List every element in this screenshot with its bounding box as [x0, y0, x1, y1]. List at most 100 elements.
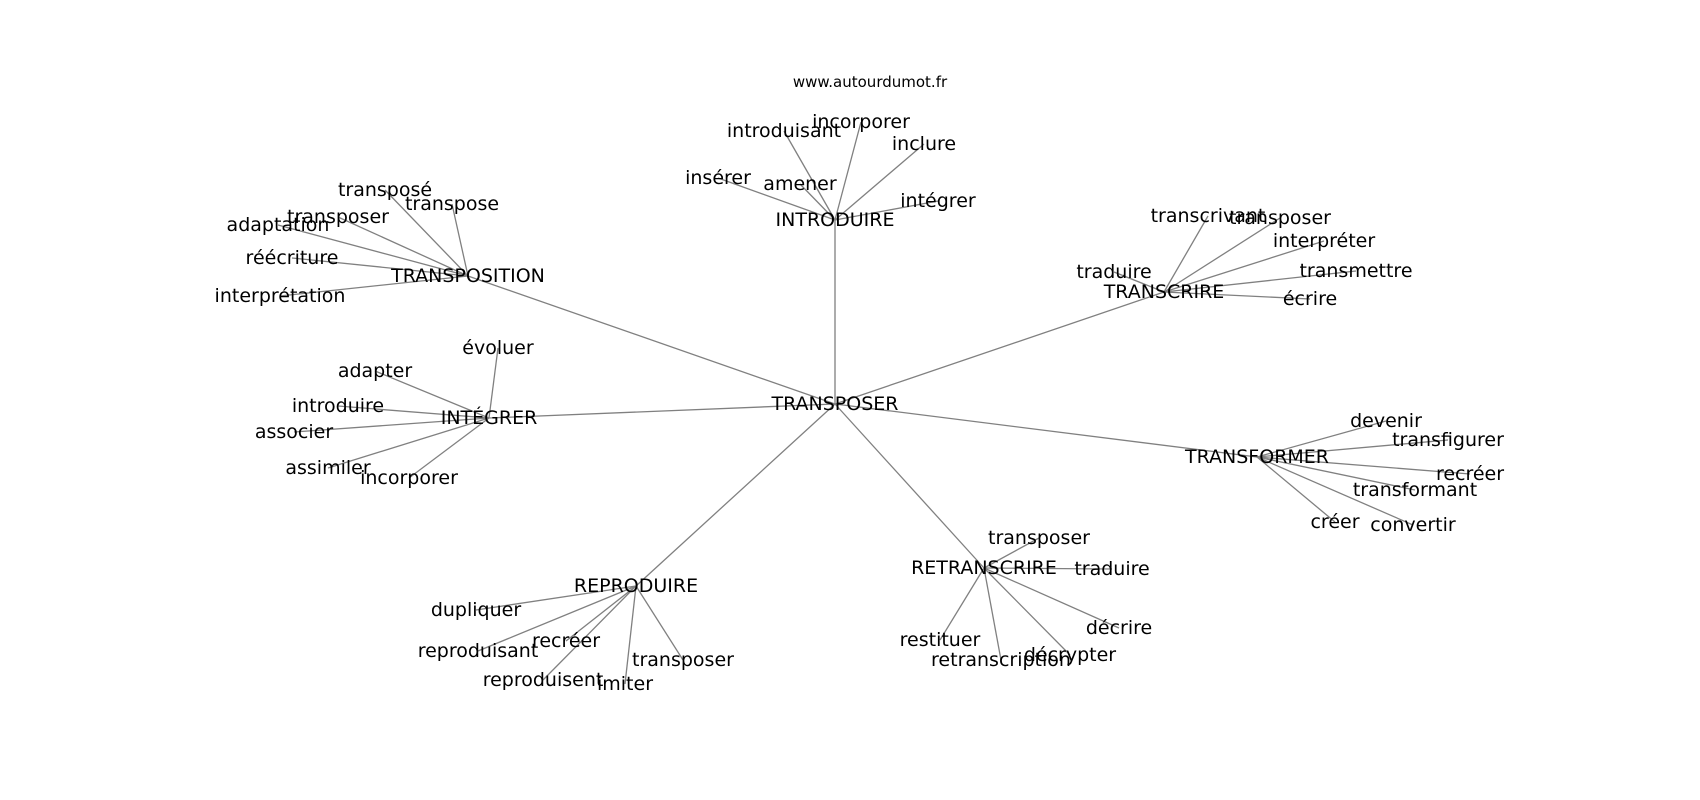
- word-node: dupliquer: [431, 599, 522, 621]
- hub-node-transcrire: TRANSCRIRE: [1103, 281, 1225, 303]
- word-node: transposer: [287, 206, 389, 228]
- word-node: introduire: [292, 395, 384, 417]
- hub-node-integrer: INTÉGRER: [441, 406, 538, 429]
- word-node: transcrivant: [1151, 205, 1266, 227]
- edge-introduire-0: [717, 177, 836, 221]
- word-node: introduisant: [727, 120, 841, 142]
- source-url: www.autourdumot.fr: [793, 73, 948, 91]
- word-node: incorporer: [360, 467, 458, 489]
- word-node: décrypter: [1024, 644, 1116, 666]
- word-node: associer: [255, 421, 333, 443]
- edge-retranscrire-5: [983, 567, 1002, 661]
- word-node: traduire: [1076, 261, 1151, 283]
- word-node: transmettre: [1299, 260, 1412, 282]
- edge-root-transcrire: [834, 291, 1165, 405]
- edge-reproduire-1: [477, 585, 637, 652]
- edge-transposition-5: [279, 275, 469, 297]
- edge-integrer-0: [488, 347, 499, 419]
- word-node: traduire: [1074, 558, 1149, 580]
- edge-integrer-1: [374, 370, 490, 419]
- edge-transcrire-2: [1163, 240, 1325, 293]
- edge-root-transformer: [834, 403, 1258, 458]
- word-node: transposer: [988, 527, 1090, 549]
- edge-reproduire-5: [635, 585, 684, 661]
- edge-layer: [277, 121, 1471, 685]
- word-node: interprétation: [215, 285, 346, 307]
- edge-transcrire-0: [1163, 215, 1209, 293]
- word-node: inclure: [892, 133, 956, 155]
- edge-transformer-2: [1256, 456, 1471, 475]
- word-node: intégrer: [900, 190, 976, 212]
- edge-reproduire-3: [542, 585, 637, 681]
- hub-node-retranscrire: RETRANSCRIRE: [911, 557, 1057, 579]
- edge-transcrire-1: [1163, 217, 1281, 293]
- edge-retranscrire-4: [939, 567, 985, 641]
- edge-reproduire-0: [475, 585, 637, 611]
- edge-integrer-3: [293, 417, 490, 433]
- word-node: évoluer: [462, 337, 534, 359]
- edge-transposition-4: [291, 257, 469, 277]
- edge-transposition-3: [277, 224, 469, 277]
- hub-node-transposition: TRANSPOSITION: [390, 265, 545, 287]
- edge-root-retranscrire: [834, 403, 985, 569]
- word-node: reproduisent: [483, 669, 604, 691]
- edge-introduire-5: [834, 200, 939, 221]
- edge-retranscrire-3: [983, 567, 1071, 656]
- edge-transcrire-4: [1163, 270, 1357, 293]
- word-node: adapter: [338, 360, 413, 382]
- edge-transposition-0: [384, 189, 469, 277]
- hub-node-introduire: INTRODUIRE: [776, 209, 895, 231]
- root-node: TRANSPOSER: [771, 393, 899, 415]
- word-node: imiter: [597, 673, 653, 695]
- word-node: insérer: [685, 167, 751, 189]
- hub-node-transformer: TRANSFORMER: [1184, 446, 1329, 468]
- word-node: transposé: [338, 179, 432, 201]
- edge-introduire-3: [834, 121, 862, 221]
- edge-retranscrire-0: [983, 537, 1040, 569]
- edge-root-integrer: [488, 403, 836, 419]
- word-node: transposer: [1229, 207, 1331, 229]
- edge-integrer-5: [408, 417, 490, 479]
- edge-integrer-2: [337, 405, 490, 419]
- edge-introduire-2: [783, 130, 836, 221]
- word-node: recréer: [532, 630, 600, 652]
- word-node: amener: [763, 173, 837, 195]
- word-node: interpréter: [1273, 230, 1376, 252]
- word-node: décrire: [1086, 617, 1152, 639]
- edge-transformer-5: [1256, 456, 1414, 526]
- word-node: retranscription: [931, 649, 1071, 671]
- edge-transposition-1: [451, 203, 469, 277]
- word-node: convertir: [1370, 514, 1456, 536]
- edge-transcrire-3: [1113, 271, 1165, 293]
- edge-transformer-1: [1256, 439, 1449, 458]
- word-node: assimiler: [285, 457, 370, 479]
- label-layer: www.autourdumot.fr insérer amener introdui…: [215, 73, 1505, 695]
- edge-retranscrire-1: [983, 567, 1113, 570]
- edge-reproduire-2: [565, 585, 637, 642]
- word-node: recréer: [1436, 463, 1504, 485]
- word-node: réécriture: [246, 247, 339, 269]
- edge-root-reproduire: [635, 403, 836, 587]
- word-node: transpose: [405, 193, 499, 215]
- word-node: adaptation: [227, 214, 330, 236]
- word-node: transposer: [632, 649, 734, 671]
- edge-introduire-1: [799, 183, 836, 221]
- edge-transposition-2: [337, 216, 469, 277]
- edge-retranscrire-2: [983, 567, 1120, 629]
- word-node: créer: [1310, 511, 1359, 533]
- word-node: devenir: [1350, 410, 1422, 432]
- hub-node-reproduire: REPRODUIRE: [574, 575, 698, 597]
- word-node: écrire: [1283, 288, 1337, 310]
- edge-transformer-0: [1256, 420, 1387, 458]
- edge-root-transposition: [467, 275, 836, 405]
- word-node: transformant: [1353, 479, 1477, 501]
- edge-integrer-4: [327, 417, 490, 469]
- edge-reproduire-4: [624, 585, 637, 685]
- word-node: transfigurer: [1392, 429, 1504, 451]
- edge-transcrire-5: [1163, 291, 1311, 300]
- edge-introduire-4: [834, 143, 925, 221]
- word-node: restituer: [900, 629, 981, 651]
- edge-transformer-4: [1256, 456, 1336, 523]
- word-node: incorporer: [812, 111, 910, 133]
